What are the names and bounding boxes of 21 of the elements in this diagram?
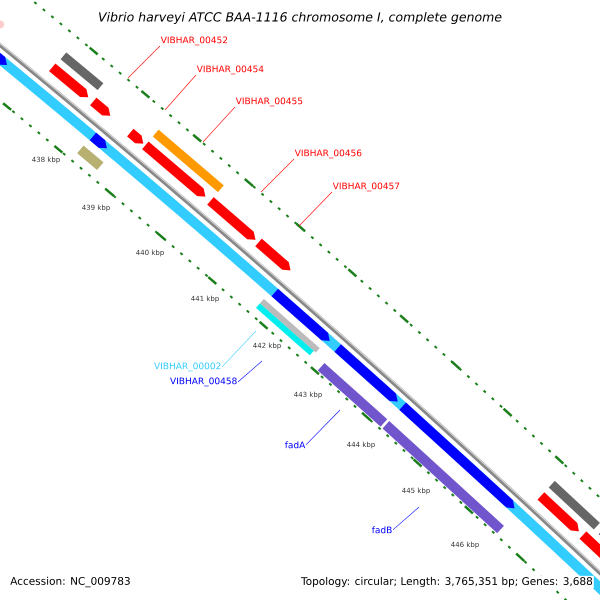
- leader-line: [238, 360, 262, 382]
- gene-label: VIBHAR_00452: [160, 36, 228, 46]
- leader-line: [128, 46, 160, 78]
- gene-label: VIBHAR_00457: [332, 182, 400, 192]
- gene-label: fadB: [372, 526, 392, 534]
- info-text: Topology: circular; Length: 3,765,351 bp; Genes: 3,688: [300, 576, 594, 588]
- gene-label: VIBHAR_00454: [196, 66, 264, 74]
- leader-line: [392, 506, 420, 530]
- leader-line: [222, 330, 256, 368]
- gene-label: VIBHAR_00455: [236, 98, 302, 106]
- leader-line: [306, 410, 340, 446]
- leader-line: [298, 192, 332, 226]
- info-text: Accession: NC_009783: [9, 576, 132, 588]
- gene-label: VIBHAR_00002: [154, 362, 220, 372]
- gene-label: VIBHAR_00456: [294, 150, 362, 158]
- title: Vibrio harveyi ATCC BAA-1116 chromosome I, complete genome: [98, 12, 502, 24]
- leader-line: [164, 74, 196, 110]
- leader-line: [260, 158, 294, 192]
- leader-line: [202, 106, 236, 142]
- gene-label: VIBHAR_00458: [170, 378, 237, 386]
- gene-label: fadA: [284, 441, 306, 448]
